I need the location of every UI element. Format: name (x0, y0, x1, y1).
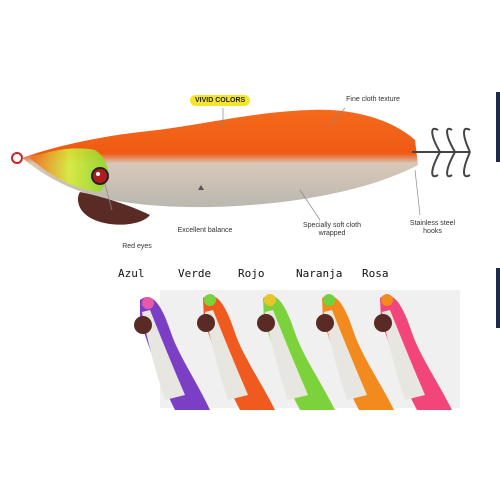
lure-head (30, 148, 108, 192)
color-label-naranja: Naranja (296, 267, 343, 280)
variant-lure-azul (134, 297, 210, 410)
color-label-rosa: Rosa (362, 267, 389, 280)
variant-lure-verde (197, 294, 275, 410)
variant-lure-naranja (316, 294, 394, 410)
callout-balance: Excellent balance (177, 227, 233, 234)
variant-lure-rojo (257, 294, 335, 410)
color-label-verde: Verde (178, 267, 212, 280)
color-label-azul: Azul (118, 267, 145, 280)
stainless-hooks (412, 127, 471, 178)
color-label-rojo: Rojo (238, 267, 265, 280)
line-eyelet (11, 152, 23, 164)
lure-body (22, 109, 418, 208)
lure-fin (77, 192, 150, 225)
callout-soft-cloth: Specially soft cloth wrapped (303, 222, 361, 237)
callout-hooks: Stainless steel hooks (409, 220, 456, 235)
variant-lure-rosa (374, 294, 452, 410)
callout-red-eyes: Red eyes (122, 243, 152, 250)
callout-fine-cloth: Fine cloth texture (346, 96, 400, 103)
red-eye (91, 167, 109, 185)
vivid-colors-badge: VIVID COLORS (190, 95, 251, 106)
